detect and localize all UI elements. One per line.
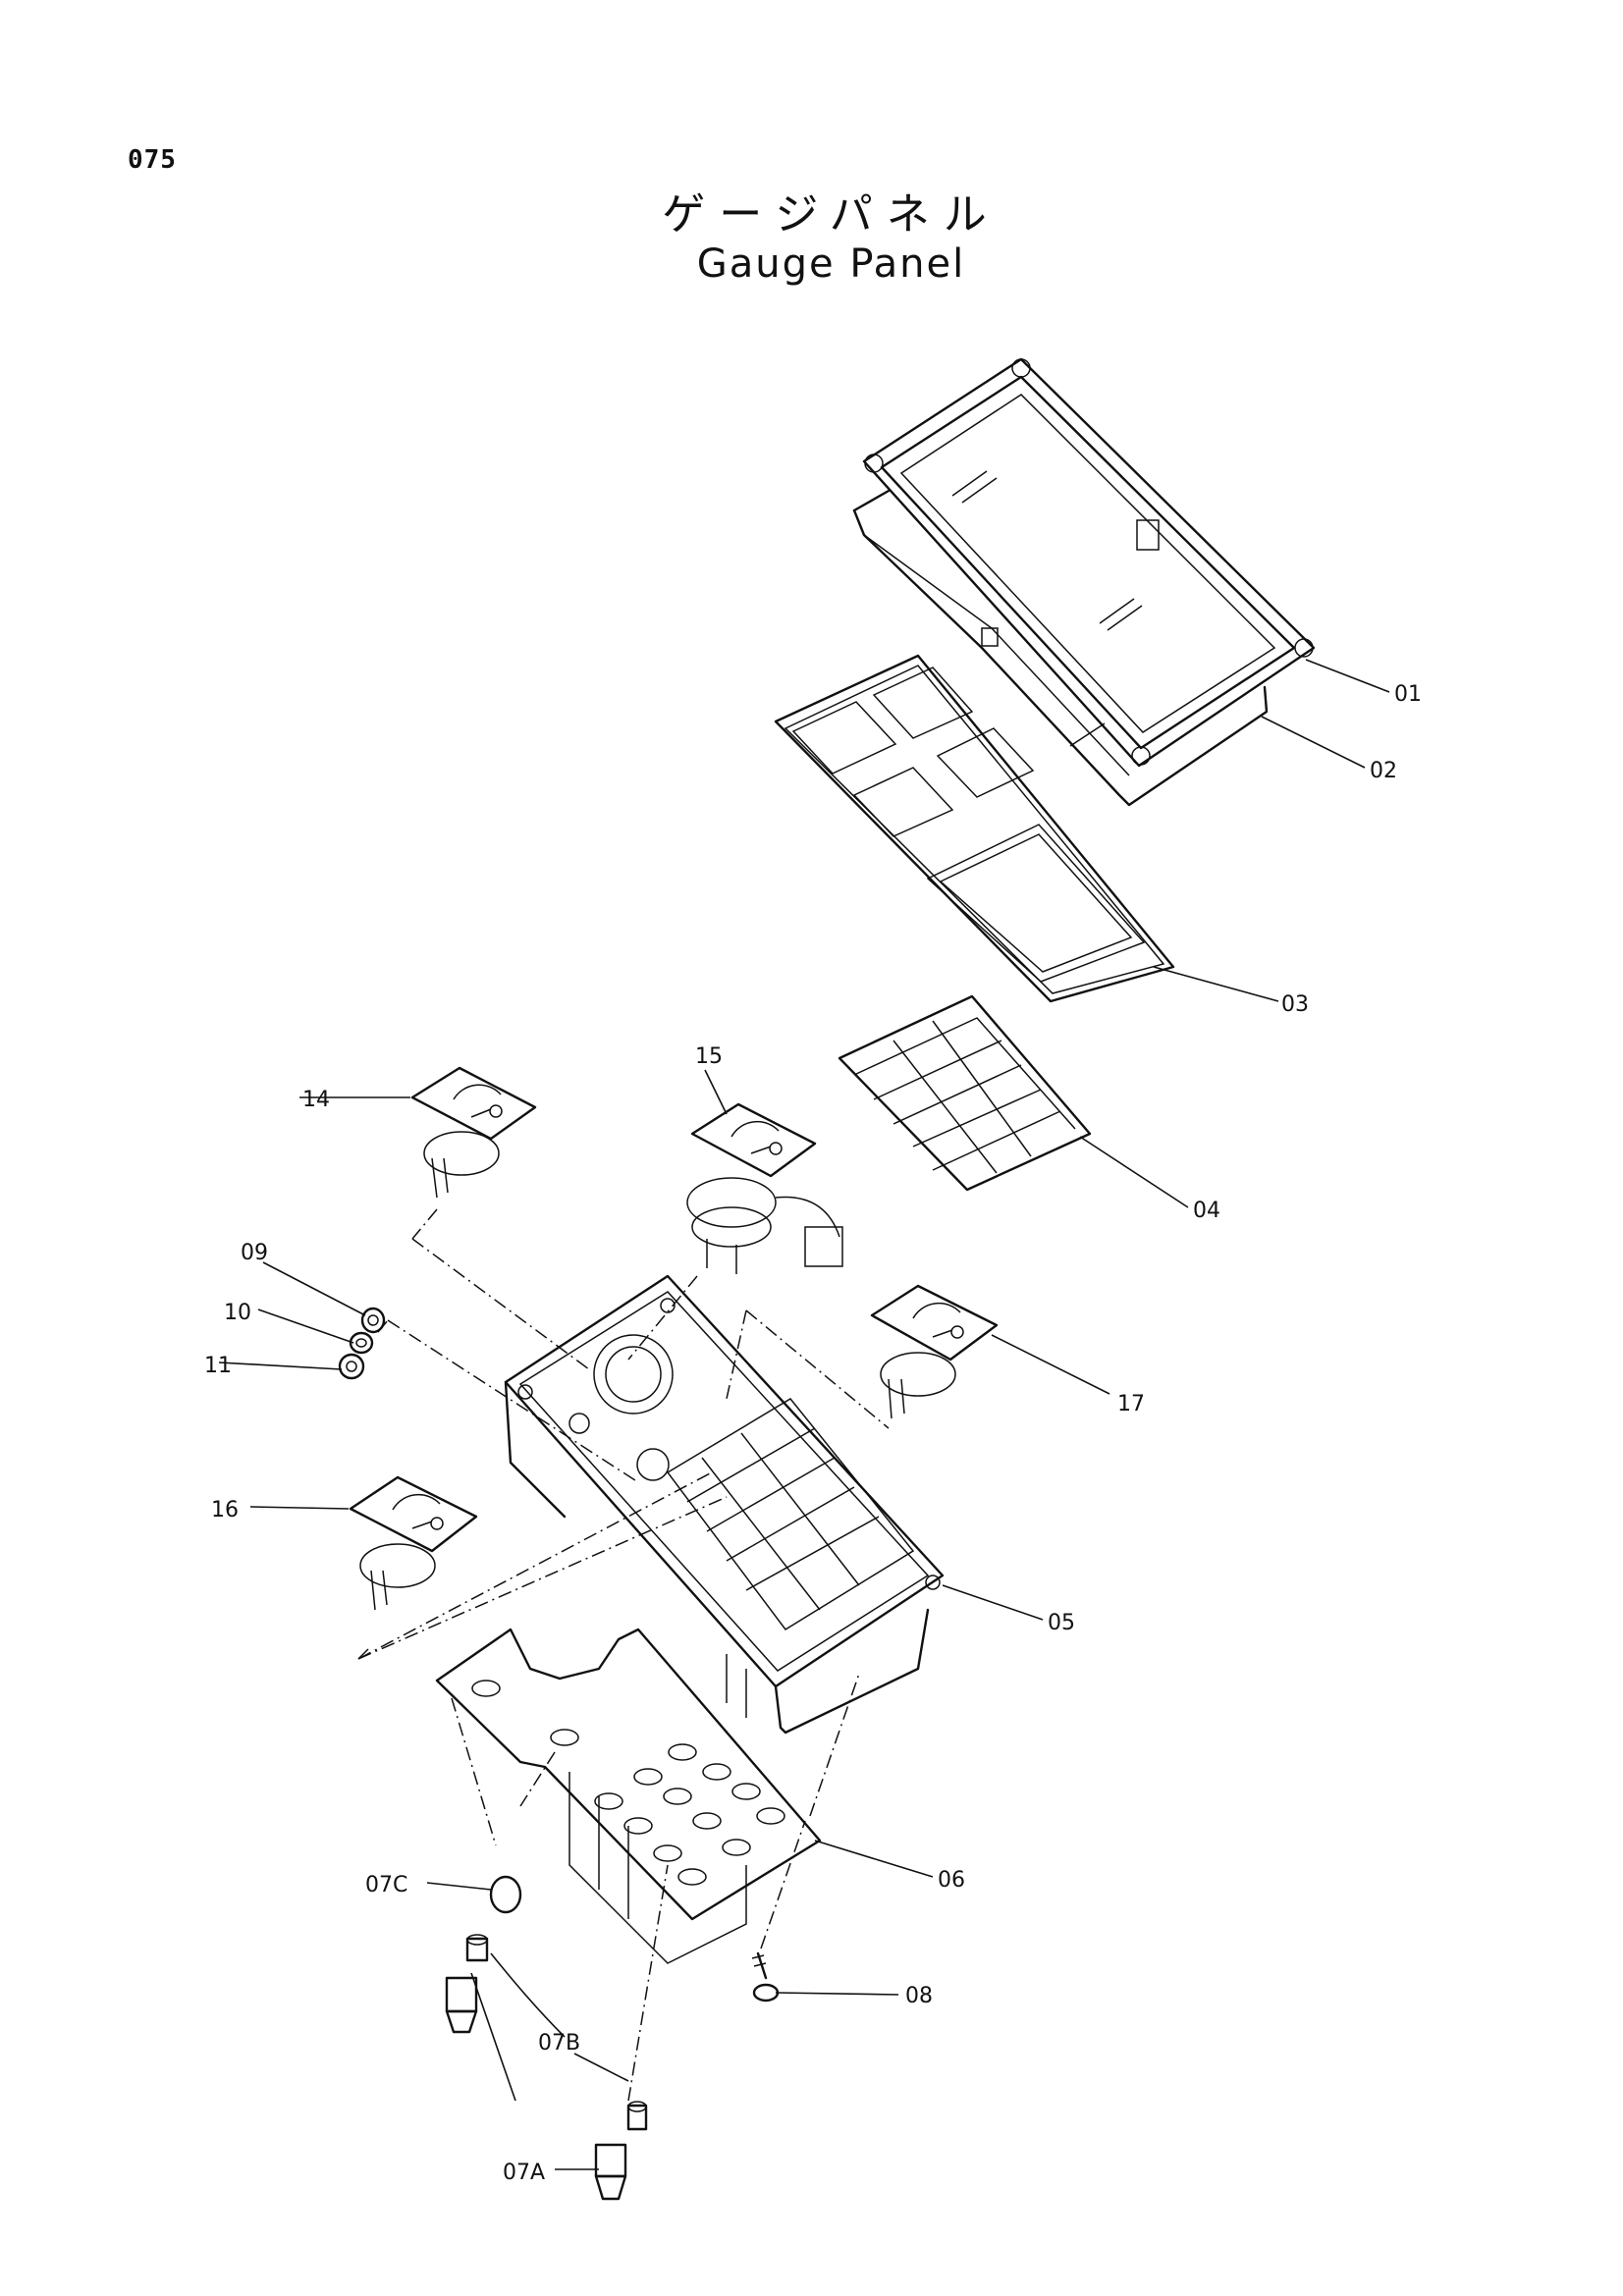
label-15: 15	[695, 1044, 723, 1069]
part-16-gauge	[349, 1475, 478, 1611]
label-06: 06	[938, 1868, 965, 1893]
label-09: 09	[241, 1241, 268, 1265]
label-02: 02	[1370, 759, 1397, 783]
part-05-main-case	[504, 1274, 945, 1735]
part-02-rear-frame	[852, 489, 1269, 807]
part-06-base-plate	[435, 1628, 822, 1964]
label-04: 04	[1193, 1199, 1220, 1223]
part-14-gauge	[410, 1066, 537, 1199]
assembly-center-lines	[357, 1208, 890, 2102]
part-03-window-frame	[774, 654, 1175, 1003]
label-14: 14	[302, 1088, 330, 1112]
label-07a: 07A	[503, 2161, 545, 2185]
leader-lines	[218, 659, 1390, 2170]
label-07b: 07B	[538, 2031, 580, 2056]
label-03: 03	[1281, 992, 1309, 1017]
part-07-sockets-bulbs	[445, 1875, 648, 2201]
label-17: 17	[1117, 1392, 1145, 1416]
part-17-gauge	[870, 1284, 999, 1419]
part-labels: 01 02 03 04 05 06 07C 07B 07A 08 09 10 1…	[204, 682, 1422, 2185]
part-09-11-hardware	[338, 1307, 386, 1380]
label-07c: 07C	[365, 1873, 407, 1897]
label-01: 01	[1394, 682, 1422, 707]
title-japanese: ゲージパネル	[662, 189, 1001, 240]
part-08-screw	[751, 1951, 780, 2002]
part-04-lens-sheet	[838, 994, 1092, 1192]
page-number: 075	[128, 145, 177, 175]
label-10: 10	[224, 1301, 251, 1325]
label-05: 05	[1048, 1611, 1075, 1635]
label-11: 11	[204, 1354, 232, 1378]
part-01-bezel-frame	[862, 357, 1316, 768]
label-16: 16	[211, 1498, 239, 1522]
title-english: Gauge Panel	[696, 241, 966, 287]
label-08: 08	[905, 1984, 933, 2008]
part-15-gauge	[686, 1102, 843, 1274]
